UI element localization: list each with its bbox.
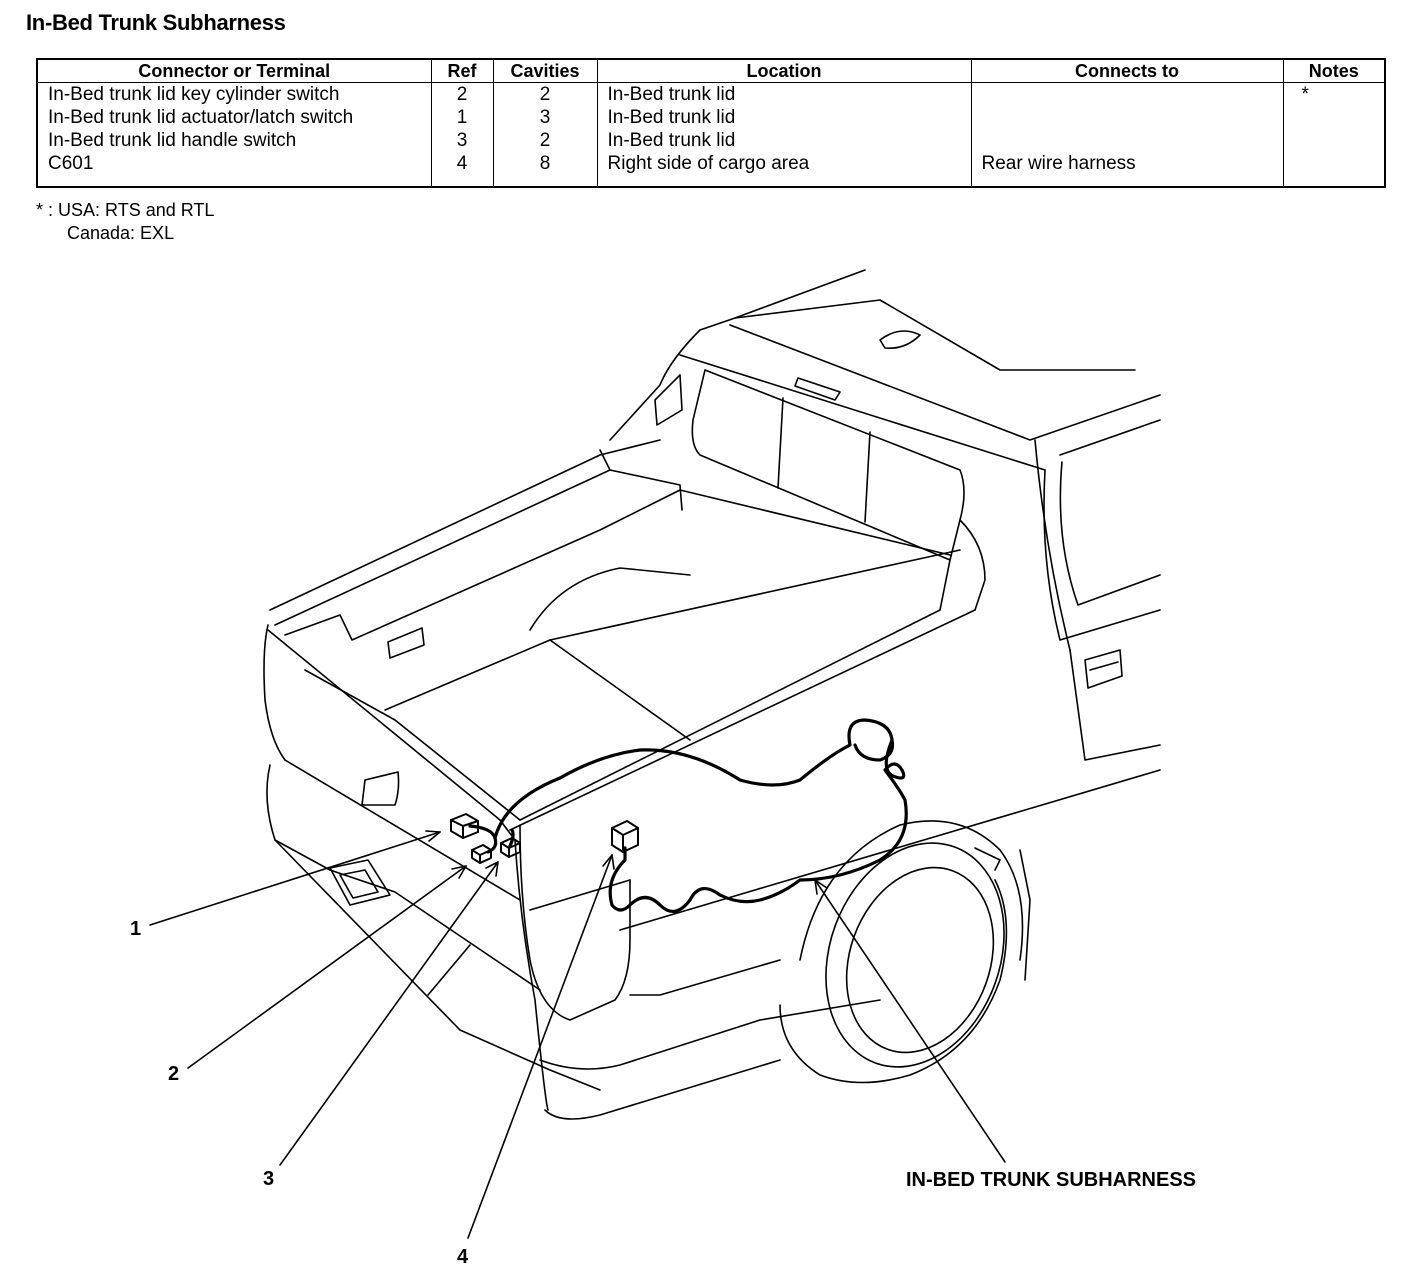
table-row: In-Bed trunk lid actuator/latch switch 1… [36, 106, 1386, 129]
cell-location: In-Bed trunk lid [596, 106, 972, 129]
connector-2 [471, 844, 492, 864]
connector-table: Connector or Terminal Ref Cavities Locat… [36, 58, 1386, 188]
quarter-panel [514, 769, 1161, 1120]
footnote-line: Canada: EXL [67, 223, 175, 243]
cell-notes [1282, 106, 1386, 129]
rear-window [654, 369, 965, 561]
cell-ref: 4 [430, 152, 494, 187]
connector-1 [450, 813, 479, 839]
table-row: In-Bed trunk lid handle switch 3 2 In-Be… [36, 129, 1386, 152]
footnote: * : USA: RTS and RTL Canada: EXL [36, 199, 214, 245]
cell-notes [1282, 152, 1386, 187]
cell-notes: * [1282, 82, 1386, 106]
cell-notes [1282, 129, 1386, 152]
callout-4: 4 [457, 1246, 469, 1268]
rear-wheel [779, 820, 1031, 1084]
page-title: In-Bed Trunk Subharness [26, 10, 286, 35]
tailgate [263, 624, 601, 1091]
table-header-row: Connector or Terminal Ref Cavities Locat… [36, 58, 1386, 83]
callout-1: 1 [130, 918, 141, 940]
table-row: In-Bed trunk lid key cylinder switch 2 2… [36, 82, 1386, 106]
truck-bed [269, 439, 986, 831]
cell-connector: In-Bed trunk lid key cylinder switch [36, 82, 432, 106]
connector-3 [500, 837, 521, 858]
leader-lines [149, 830, 1006, 1239]
cell-connects-to: Rear wire harness [970, 152, 1284, 187]
cell-connector: In-Bed trunk lid handle switch [36, 129, 432, 152]
footnote-line: * : USA: RTS and RTL [36, 200, 215, 220]
col-header-connector: Connector or Terminal [36, 58, 432, 83]
harness-label: IN-BED TRUNK SUBHARNESS [906, 1169, 1196, 1191]
callout-2: 2 [168, 1063, 179, 1085]
cell-location: In-Bed trunk lid [596, 82, 972, 106]
cell-location: Right side of cargo area [596, 152, 972, 187]
cell-connector: In-Bed trunk lid actuator/latch switch [36, 106, 432, 129]
cell-location: In-Bed trunk lid [596, 129, 972, 152]
cab-outline [609, 269, 1161, 761]
cell-cavities: 8 [492, 152, 598, 187]
col-header-notes: Notes [1282, 58, 1386, 83]
col-header-ref: Ref [430, 58, 494, 83]
table-row: C601 4 8 Right side of cargo area Rear w… [36, 152, 1386, 187]
trunk-subharness-wire [468, 718, 908, 913]
col-header-connects-to: Connects to [970, 58, 1284, 83]
col-header-cavities: Cavities [492, 58, 598, 83]
connector-4-c601 [611, 820, 639, 853]
callout-3: 3 [263, 1168, 274, 1190]
